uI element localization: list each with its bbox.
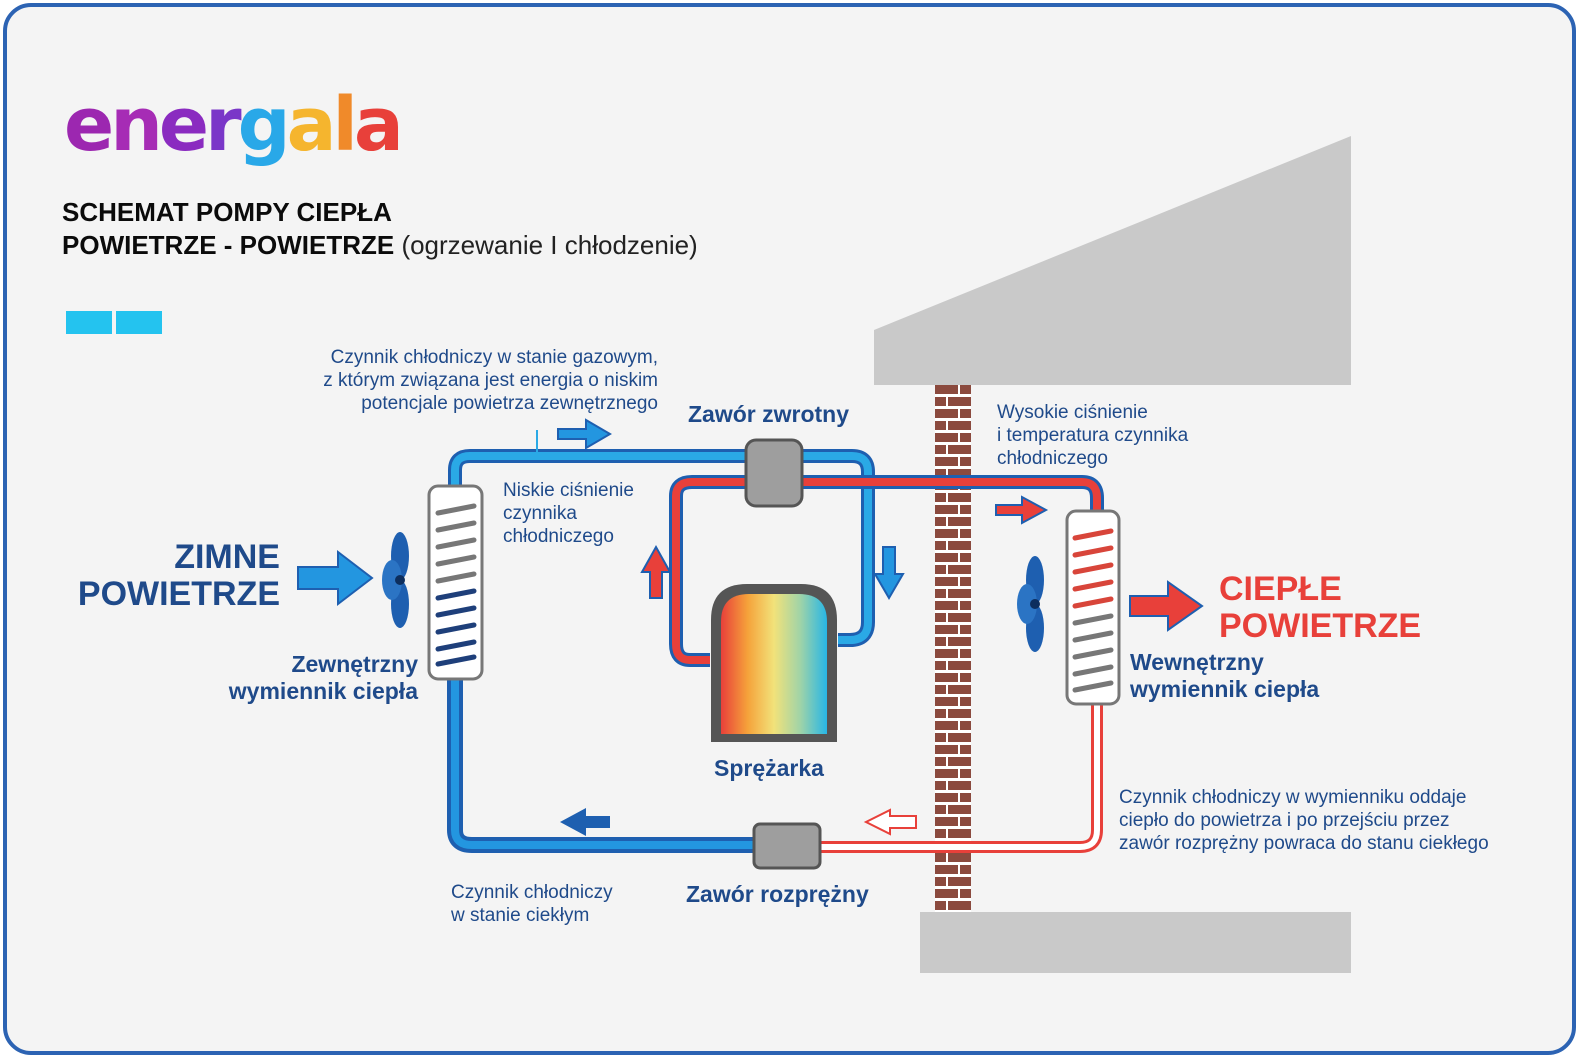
brick-wall [935, 385, 971, 912]
high-pressure-label: Wysokie ciśnienie i temperatura czynnika… [997, 402, 1189, 469]
logo-letter: e [158, 82, 209, 168]
cold-air-arrow-icon [297, 549, 374, 607]
logo-letter: r [205, 82, 241, 168]
indoor-fan-icon [1017, 556, 1044, 652]
warm-air-arrow-icon [1129, 580, 1204, 632]
page-title: SCHEMAT POMPY CIEPŁA POWIETRZE - POWIETR… [62, 196, 698, 262]
title-line-2: POWIETRZE - POWIETRZE (ogrzewanie I chło… [62, 229, 698, 262]
house-roof [874, 136, 1351, 385]
check-valve [744, 438, 804, 508]
up-flow-arrow-icon [640, 544, 672, 599]
title-line-1: SCHEMAT POMPY CIEPŁA [62, 197, 392, 227]
compressor-label: Sprężarka [714, 755, 824, 781]
title-line-2-bold: POWIETRZE - POWIETRZE [62, 230, 395, 260]
logo-letter: a [286, 82, 337, 168]
warm-air-label: CIEPŁE POWIETRZE [1219, 570, 1422, 645]
low-pressure-label: Niskie ciśnienie czynnika chłodniczego [503, 480, 634, 547]
logo-letter: e [64, 82, 114, 168]
indoor-exchanger [1065, 509, 1121, 706]
tab-bar [66, 311, 162, 334]
tab-1[interactable] [66, 311, 112, 334]
gas-flow-arrow-icon [557, 418, 612, 450]
house-floor [920, 912, 1351, 973]
gas-refrigerant-label: Czynnik chłodniczy w stanie gazowym, z k… [323, 347, 658, 414]
logo-letter: g [237, 82, 291, 168]
down-flow-arrow-icon [873, 546, 905, 600]
cold-air-label: ZIMNE POWIETRZE [77, 538, 280, 613]
logo-letter: l [332, 82, 358, 168]
outdoor-exchanger [427, 484, 484, 681]
check-valve-label: Zawór zwrotny [688, 401, 850, 427]
expansion-valve [752, 822, 822, 870]
return-flow-arrow-icon [863, 808, 917, 836]
logo-letter: n [110, 82, 163, 168]
indoor-exchanger-label: Wewnętrzny wymiennik ciepła [1130, 649, 1320, 702]
liquid-refrigerant-label: Czynnik chłodniczy w stanie ciekłym [451, 882, 613, 926]
expansion-valve-label: Zawór rozprężny [686, 881, 869, 907]
hot-flow-arrow-icon [995, 495, 1049, 525]
logo-letter: a [353, 82, 404, 168]
release-heat-label: Czynnik chłodniczy w wymienniku oddaje c… [1119, 787, 1489, 854]
tab-2[interactable] [116, 311, 162, 334]
liquid-flow-arrow-icon [560, 808, 610, 836]
outdoor-exchanger-label: Zewnętrzny wymiennik ciepła [228, 651, 418, 704]
title-line-2-rest: (ogrzewanie I chłodzenie) [394, 230, 698, 260]
outdoor-fan-icon [382, 532, 409, 628]
brand-logo: energala [64, 88, 404, 162]
